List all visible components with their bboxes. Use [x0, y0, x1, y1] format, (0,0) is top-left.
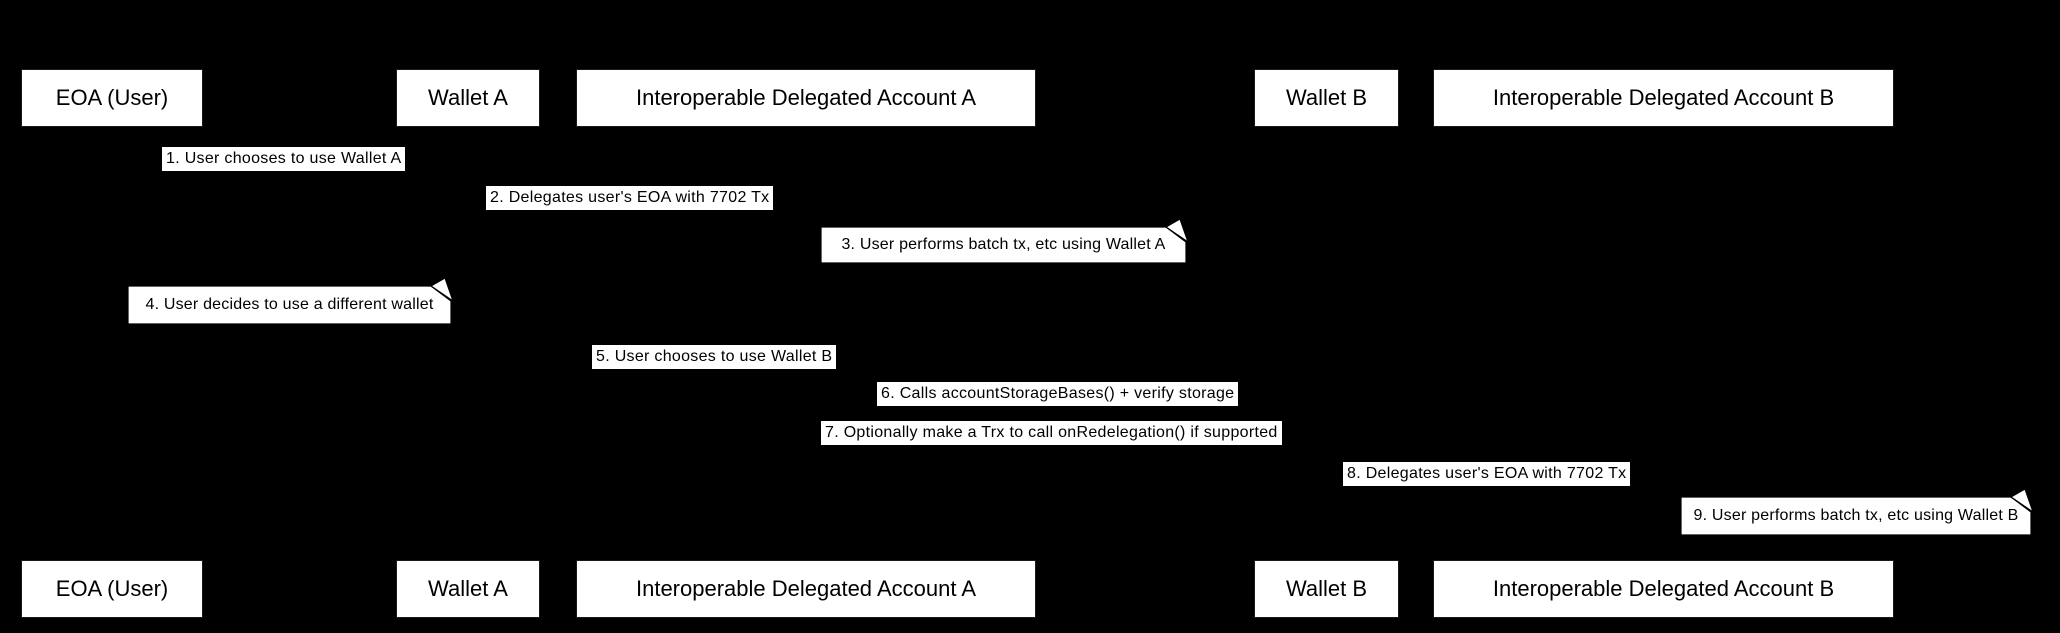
note-shape	[127, 277, 455, 325]
message-label-5: 5. User chooses to use Wallet B	[592, 345, 837, 369]
actor-label: Interoperable Delegated Account A	[635, 576, 977, 601]
actor-top-ida-b: Interoperable Delegated Account B	[1433, 69, 1894, 127]
note-shape	[820, 218, 1190, 264]
actor-label: Wallet A	[428, 576, 508, 601]
actor-top-ida-a: Interoperable Delegated Account A	[576, 69, 1036, 127]
note-9: 9. User performs batch tx, etc using Wal…	[1680, 488, 2035, 536]
message-label-2: 2. Delegates user's EOA with 7702 Tx	[486, 186, 774, 210]
note-body	[820, 226, 1187, 264]
actor-label: Interoperable Delegated Account B	[1492, 85, 1835, 110]
message-label-7: 7. Optionally make a Trx to call onRedel…	[821, 421, 1282, 445]
actor-label: Wallet B	[1285, 576, 1368, 601]
message-label-1: 1. User chooses to use Wallet A	[162, 147, 406, 171]
note-text: 4. User decides to use a different walle…	[145, 296, 434, 313]
note-body	[1680, 496, 2032, 536]
message-line-8	[1325, 488, 1662, 490]
actor-label: Interoperable Delegated Account A	[635, 85, 977, 110]
message-line-6	[805, 408, 1325, 410]
message-line-5	[111, 371, 1325, 373]
note-3: 3. User performs batch tx, etc using Wal…	[820, 218, 1190, 264]
note-text: 3. User performs batch tx, etc using Wal…	[841, 236, 1166, 253]
message-line-7	[805, 447, 1325, 449]
actor-bottom-eoa: EOA (User)	[21, 560, 203, 618]
actor-label: EOA (User)	[55, 576, 169, 601]
note-body	[127, 285, 452, 325]
note-4: 4. User decides to use a different walle…	[127, 277, 455, 325]
lifeline-wallet-a	[466, 128, 468, 560]
actor-bottom-ida-a: Interoperable Delegated Account A	[576, 560, 1036, 618]
message-line-1	[111, 173, 467, 175]
folded-corner-icon	[429, 277, 455, 303]
message-line-2	[467, 212, 805, 214]
message-label-8: 8. Delegates user's EOA with 7702 Tx	[1343, 462, 1631, 486]
lifeline-ida-b	[1661, 128, 1663, 560]
folded-corner-icon	[2009, 488, 2035, 514]
actor-bottom-wallet-b: Wallet B	[1254, 560, 1399, 618]
note-text: 9. User performs batch tx, etc using Wal…	[1693, 507, 2019, 524]
folded-corner-icon	[1164, 218, 1190, 244]
note-shape	[1680, 488, 2035, 536]
actor-top-eoa: EOA (User)	[21, 69, 203, 127]
actor-label: EOA (User)	[55, 85, 169, 110]
actor-bottom-wallet-a: Wallet A	[396, 560, 540, 618]
actor-top-wallet-b: Wallet B	[1254, 69, 1399, 127]
actor-label: Interoperable Delegated Account B	[1492, 576, 1835, 601]
actor-top-wallet-a: Wallet A	[396, 69, 540, 127]
lifeline-ida-a	[804, 128, 806, 560]
actor-label: Wallet A	[428, 85, 508, 110]
lifeline-eoa	[110, 128, 112, 560]
message-label-6: 6. Calls accountStorageBases() + verify …	[877, 382, 1239, 406]
actor-bottom-ida-b: Interoperable Delegated Account B	[1433, 560, 1894, 618]
actor-label: Wallet B	[1285, 85, 1368, 110]
lifeline-wallet-b	[1324, 128, 1326, 560]
